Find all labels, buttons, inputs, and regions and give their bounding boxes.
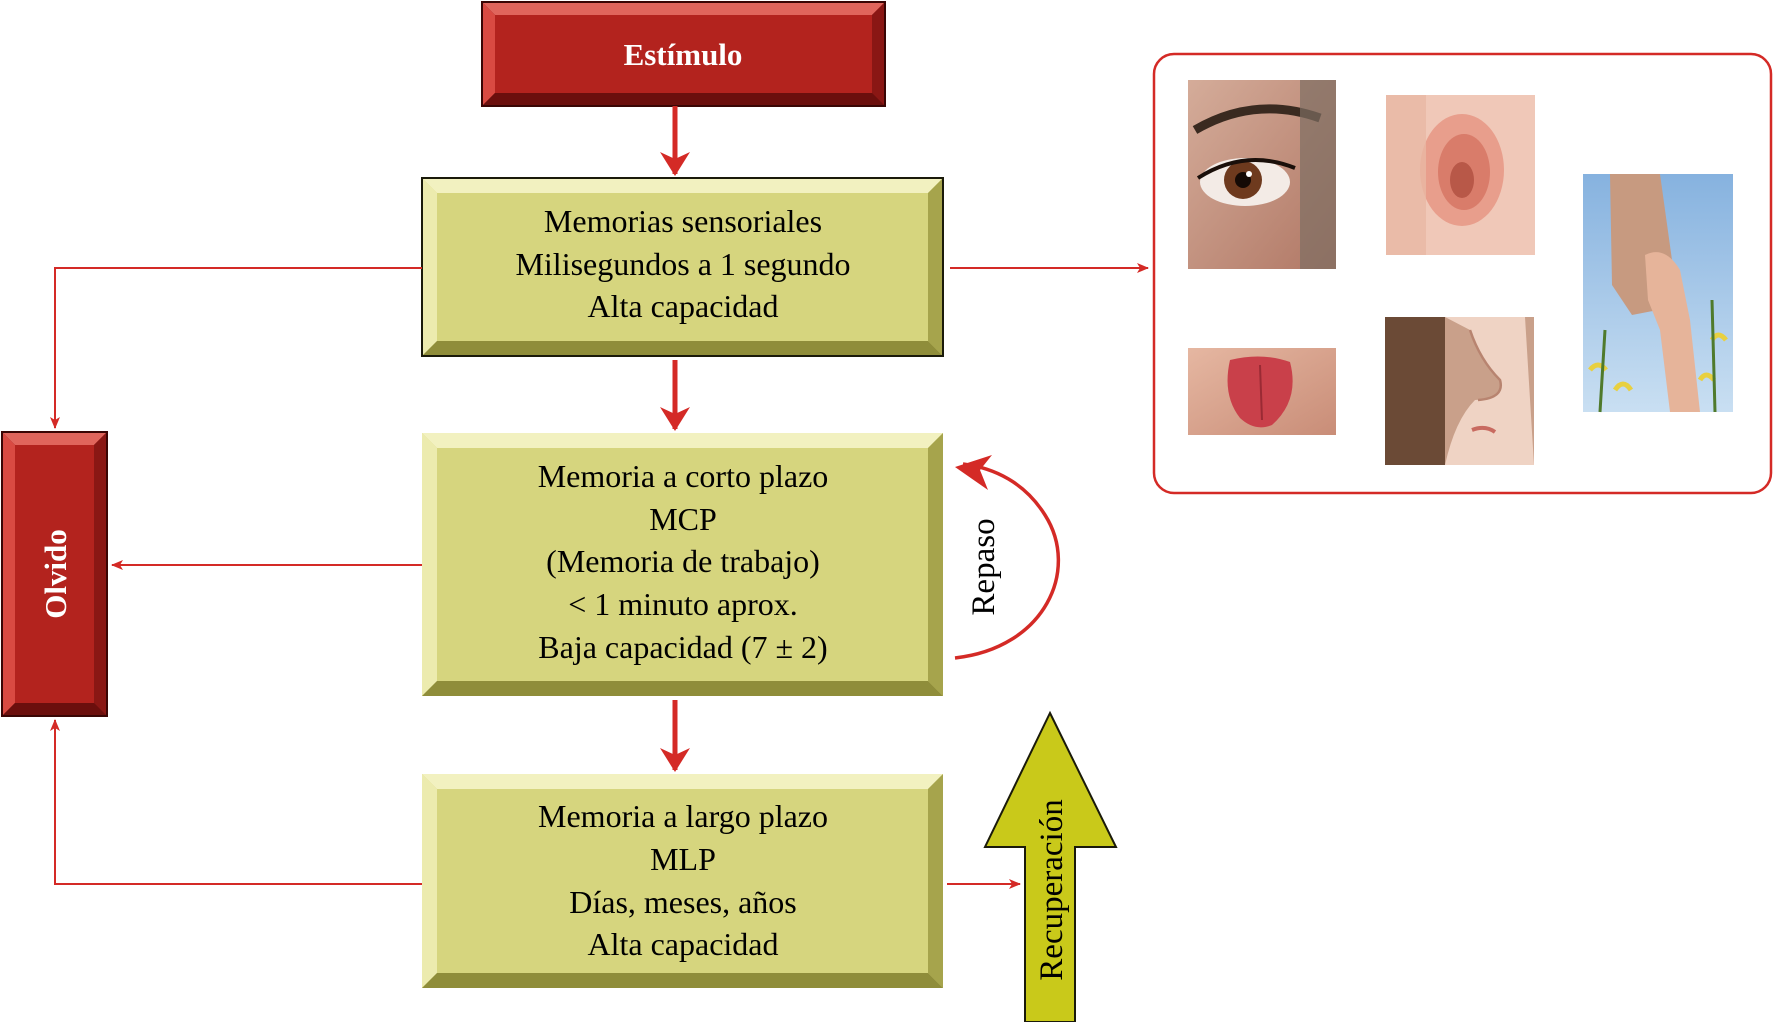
ear-photo-icon <box>1386 95 1535 255</box>
olvido-box: Olvido <box>1 431 108 717</box>
mcp-line-5: Baja capacidad (7 ± 2) <box>538 629 827 665</box>
mcp-line-4: < 1 minuto aprox. <box>568 586 798 622</box>
hand-touch-photo-icon <box>1583 174 1733 413</box>
recuperacion-arrow: Recuperación <box>983 710 1118 1022</box>
tongue-photo-icon <box>1188 348 1336 435</box>
short-term-memory-box: Memoria a corto plazo MCP (Memoria de tr… <box>422 433 943 696</box>
mlp-line-3: Días, meses, años <box>569 884 797 920</box>
repaso-label: Repaso <box>966 518 1002 615</box>
estimulo-label: Estímulo <box>624 37 743 72</box>
estimulo-box: Estímulo <box>481 1 886 107</box>
nose-photo-icon <box>1385 317 1534 465</box>
repaso-loop-arrow <box>954 462 1061 660</box>
sensorial-memory-box: Memorias sensoriales Milisegundos a 1 se… <box>421 177 944 357</box>
eye-photo-icon <box>1188 80 1336 269</box>
sensorial-line-1: Memorias sensoriales <box>544 203 822 239</box>
senses-panel <box>1152 52 1773 495</box>
mlp-line-2: MLP <box>650 841 716 877</box>
long-term-memory-box: Memoria a largo plazo MLP Días, meses, a… <box>422 774 943 988</box>
sensorial-line-2: Milisegundos a 1 segundo <box>515 246 850 282</box>
arrow-mlp-to-olvido <box>50 719 422 885</box>
sensorial-line-3: Alta capacidad <box>588 288 779 324</box>
mcp-line-2: MCP <box>649 501 717 537</box>
olvido-label: Olvido <box>38 529 73 619</box>
mlp-line-1: Memoria a largo plazo <box>538 798 828 834</box>
recuperacion-label: Recuperación <box>1034 799 1070 980</box>
arrow-sensorial-to-olvido <box>50 267 422 429</box>
mcp-line-1: Memoria a corto plazo <box>538 458 829 494</box>
repaso-arrowhead <box>955 455 992 490</box>
mcp-line-3: (Memoria de trabajo) <box>546 543 820 579</box>
mlp-line-4: Alta capacidad <box>588 926 779 962</box>
